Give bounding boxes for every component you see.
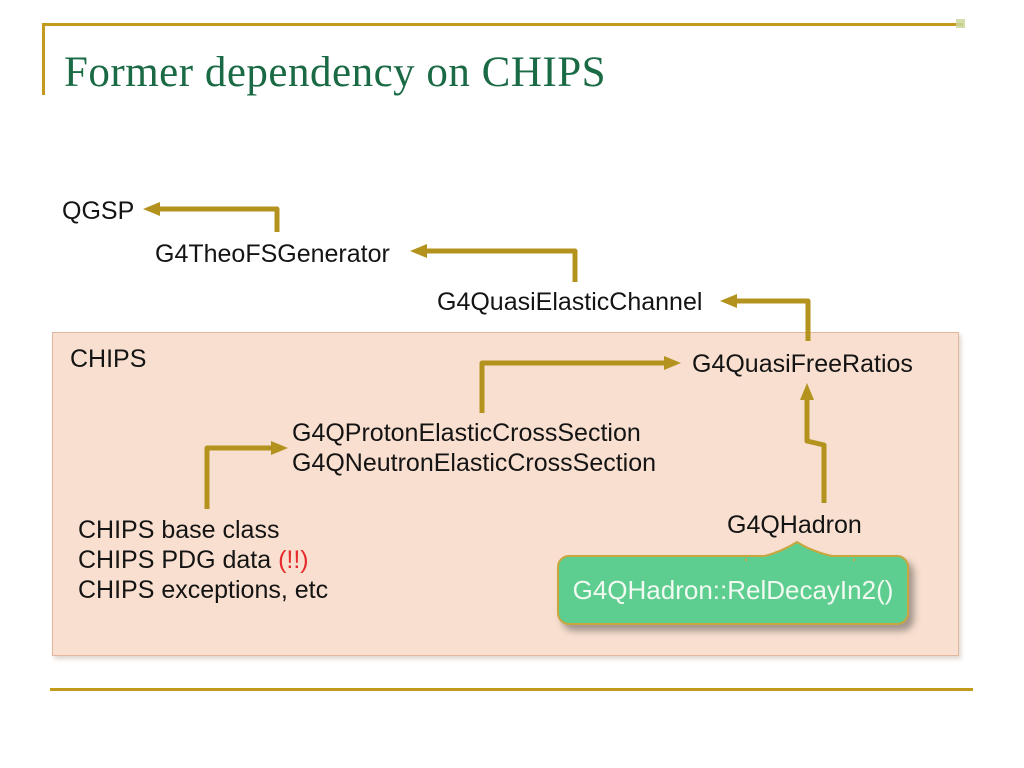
arrow-theo-to-qgsp (143, 202, 280, 232)
node-quasi-elastic-channel: G4QuasiElasticChannel (437, 288, 703, 316)
arrow-qec-to-theo (410, 244, 578, 282)
list-item-pdg-data: CHIPS PDG data (!!) (78, 545, 328, 575)
top-accent-line (42, 23, 963, 26)
pdg-warning: (!!) (278, 546, 309, 574)
callout-pointer (744, 540, 856, 561)
node-cross-sections: G4QProtonElasticCrossSection G4QNeutronE… (292, 418, 656, 478)
node-neutron-cross-section: G4QNeutronElasticCrossSection (292, 449, 657, 477)
chips-box-label: CHIPS (70, 345, 147, 373)
accent-square (956, 19, 965, 28)
bottom-accent-line (50, 688, 973, 691)
node-quasi-free-ratios: G4QuasiFreeRatios (692, 350, 913, 378)
node-qhadron: G4QHadron (727, 511, 862, 539)
pdg-data-text: CHIPS PDG data (78, 546, 279, 574)
callout-reldecay: G4QHadron::RelDecayIn2() (557, 540, 909, 625)
left-accent-tick (42, 23, 45, 95)
node-proton-cross-section: G4QProtonElasticCrossSection (292, 419, 641, 447)
list-item-base-class: CHIPS base class (78, 516, 280, 544)
slide-title: Former dependency on CHIPS (64, 49, 607, 96)
chips-internals-list: CHIPS base class CHIPS PDG data (!!) CHI… (78, 515, 328, 605)
node-theo-fs-generator: G4TheoFSGenerator (155, 240, 390, 268)
node-qgsp: QGSP (62, 197, 135, 225)
callout-label: G4QHadron::RelDecayIn2() (572, 574, 894, 605)
list-item-exceptions: CHIPS exceptions, etc (78, 576, 329, 604)
